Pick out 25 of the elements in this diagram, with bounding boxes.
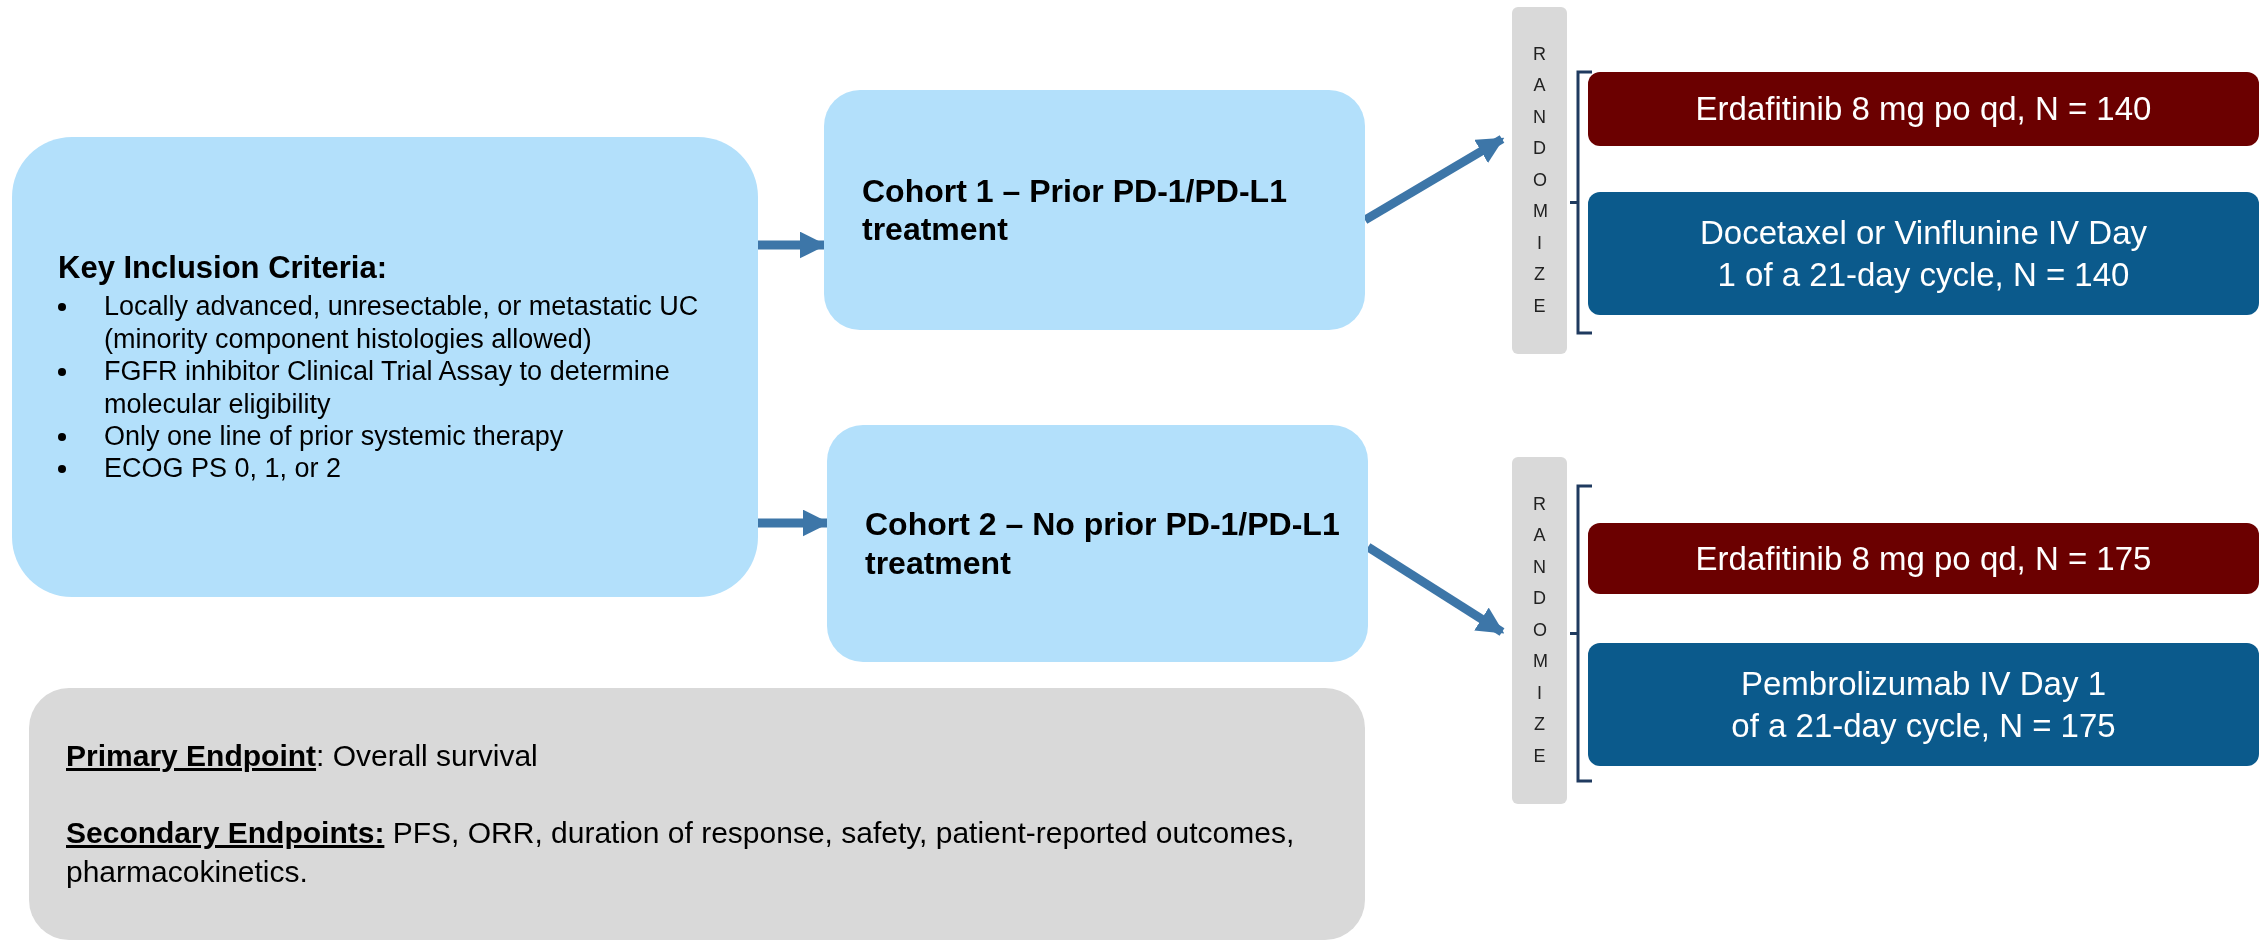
treatment-arm-box bbox=[1588, 192, 2259, 315]
criteria-item: FGFR inhibitor Clinical Trial Assay to determine molecular eligibility bbox=[104, 355, 671, 420]
treatment-arm-box bbox=[1588, 643, 2259, 766]
randomize-bar bbox=[1512, 457, 1567, 804]
cohort-label: Cohort 2 – No prior PD-1/PD-L1 treatment bbox=[865, 505, 1341, 582]
cohort-label: Cohort 1 – Prior PD-1/PD-L1 treatment bbox=[862, 171, 1288, 249]
cohort-box bbox=[827, 425, 1368, 662]
randomize-bar bbox=[1512, 7, 1567, 354]
endpoints-box bbox=[29, 688, 1365, 940]
randomize-label: RANDOMIZE bbox=[1533, 492, 1546, 768]
criteria-item: Locally advanced, unresectable, or metastatic UC (minority component histologies allowed) bbox=[104, 290, 700, 356]
criteria-item: Only one line of prior systemic therapy bbox=[104, 420, 564, 453]
endpoint-text: Primary Endpoint: Overall survival bbox=[66, 738, 539, 774]
treatment-arm-box bbox=[1588, 72, 2259, 146]
treatment-label: Erdafitinib 8 mg po qd, N = 175 bbox=[1695, 538, 2152, 579]
endpoint-text: Secondary Endpoints: PFS, ORR, duration of response, safety, patient-reported outcomes, pharmacokinetics. bbox=[66, 815, 1296, 890]
criteria-box bbox=[12, 137, 758, 597]
treatment-label: Erdafitinib 8 mg po qd, N = 140 bbox=[1695, 89, 2152, 130]
treatment-arm-box bbox=[1588, 523, 2259, 594]
randomize-label: RANDOMIZE bbox=[1533, 42, 1546, 318]
treatment-label: Pembrolizumab IV Day 1 of a 21-day cycle, N = 175 bbox=[1730, 664, 2117, 746]
treatment-label: Docetaxel or Vinflunine IV Day 1 of a 21-day cycle, N = 140 bbox=[1699, 213, 2148, 295]
cohort-box bbox=[824, 90, 1365, 330]
criteria-heading: Key Inclusion Criteria: bbox=[58, 249, 389, 287]
criteria-item: ECOG PS 0, 1, or 2 bbox=[104, 452, 342, 485]
